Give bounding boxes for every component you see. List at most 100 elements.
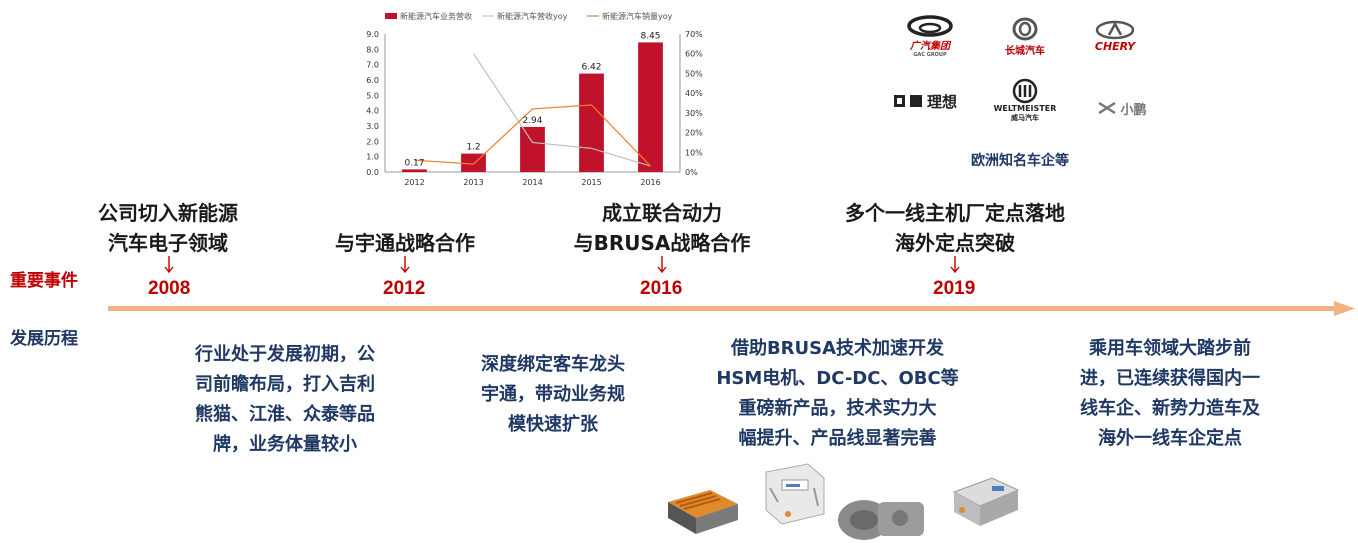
data-label: 0.17 — [404, 158, 424, 168]
stage-3: 借助BRUSA技术加速开发 HSM电机、DC-DC、OBC等 重磅新产品，技术实… — [705, 334, 970, 454]
y-tick-label: 6.0 — [366, 76, 379, 85]
lixiang-emblem-icon — [893, 95, 922, 107]
y-tick-label: 1.0 — [366, 153, 379, 162]
stage-line: 宇通，带动业务规 — [481, 384, 625, 405]
y2-tick-label: 70% — [685, 30, 703, 39]
great-wall-emblem-icon — [1012, 17, 1038, 40]
stage-1: 行业处于发展初期，公 司前瞻布局，打入吉利 熊猫、江淮、众泰等品 牌，业务体量较… — [165, 340, 405, 460]
stage-line: 司前瞻布局，打入吉利 — [195, 374, 375, 395]
series-line — [473, 53, 651, 167]
logos-caption: 欧洲知名车企等 — [971, 153, 1069, 169]
event-line: 多个一线主机厂定点落地 — [845, 201, 1065, 225]
gac-logo: 广汽集团 GAC GROUP — [890, 12, 970, 60]
chery-logo: CHERY — [1075, 14, 1155, 58]
stage-line: 借助BRUSA技术加速开发 — [730, 338, 945, 359]
year-2016: 2016 — [640, 278, 683, 299]
y-tick-label: 4.0 — [366, 107, 379, 116]
weltmeister-logo: WELTMEISTER 威马汽车 — [978, 72, 1072, 128]
lixiang-name: 理想 — [926, 92, 957, 111]
great-wall-name: 长城汽车 — [1005, 45, 1045, 57]
legend-label: 新能源汽车业务营收 — [400, 11, 472, 21]
y2-tick-label: 30% — [685, 109, 703, 118]
data-labels: 0.171.22.946.428.45 — [404, 31, 660, 168]
product-image-dcdc — [765, 463, 825, 525]
xpeng-emblem-icon — [1098, 101, 1117, 115]
data-label: 1.2 — [466, 143, 480, 153]
y2-tick-label: 40% — [685, 89, 703, 98]
y-tick-label: 3.0 — [366, 122, 379, 131]
event-line: 公司切入新能源 — [98, 201, 238, 225]
great-wall-logo: 长城汽车 — [985, 12, 1065, 60]
x-tick-label: 2013 — [463, 178, 483, 187]
x-tick-label: 2016 — [640, 178, 660, 187]
bar — [579, 73, 604, 172]
legend-swatch — [385, 13, 397, 19]
year-2019: 2019 — [933, 278, 976, 299]
stage-line: 行业处于发展初期，公 — [195, 344, 375, 365]
event-2012: 与宇通战略合作 — [305, 228, 505, 258]
event-2008: 公司切入新能源 汽车电子领域 — [68, 198, 268, 258]
x-tick-label: 2014 — [522, 178, 542, 187]
marker-2016-icon — [657, 256, 667, 274]
y-tick-label: 9.0 — [366, 30, 379, 39]
line-series — [414, 53, 651, 167]
stage-line: 熊猫、江淮、众泰等品 — [195, 404, 375, 425]
product-image-controller — [668, 490, 738, 534]
data-label: 8.45 — [640, 31, 660, 41]
y-tick-label: 8.0 — [366, 45, 379, 54]
data-label: 2.94 — [522, 116, 542, 126]
y-tick-label: 5.0 — [366, 91, 379, 100]
stage-line: 牌，业务体量较小 — [213, 434, 357, 455]
product-image-motor — [838, 500, 924, 540]
stage-line: 模快速扩张 — [508, 414, 598, 435]
event-line: 汽车电子领域 — [108, 231, 228, 255]
event-line: 与宇通战略合作 — [335, 231, 475, 255]
y2-tick-label: 50% — [685, 69, 703, 78]
y2-tick-label: 20% — [685, 129, 703, 138]
bar — [638, 42, 663, 172]
event-line: 海外定点突破 — [895, 231, 1015, 255]
row-label-history: 发展历程 — [10, 329, 78, 349]
weltmeister-name: WELTMEISTER — [993, 103, 1057, 113]
timeline-arrow — [108, 301, 1355, 316]
row-label-events: 重要事件 — [10, 271, 78, 291]
y2-tick-label: 10% — [685, 148, 703, 157]
weltmeister-sub: 威马汽车 — [1011, 113, 1039, 122]
legend-label: 新能源汽车营收yoy — [497, 11, 568, 21]
stage-4: 乘用车领域大踏步前 进，已连续获得国内一 线车企、新势力造车及 海外一线车企定点 — [1050, 334, 1290, 454]
event-2016: 成立联合动力 与BRUSA战略合作 — [562, 198, 762, 258]
gac-emblem-icon — [907, 14, 953, 37]
x-tick-label: 2012 — [404, 178, 424, 187]
y-tick-label: 0.0 — [366, 168, 379, 177]
chery-name: CHERY — [1094, 39, 1136, 53]
xpeng-name: 小鹏 — [1120, 102, 1147, 118]
event-line: 与BRUSA战略合作 — [573, 231, 751, 255]
event-2019: 多个一线主机厂定点落地 海外定点突破 — [820, 198, 1090, 258]
bar-series — [402, 42, 663, 172]
stage-2: 深度绑定客车龙头 宇通，带动业务规 模快速扩张 — [448, 350, 658, 440]
y2-tick-label: 0% — [685, 168, 698, 177]
stage-line: 进，已连续获得国内一 — [1080, 368, 1260, 389]
stage-line: HSM电机、DC-DC、OBC等 — [716, 368, 959, 389]
event-line: 成立联合动力 — [602, 201, 722, 225]
stage-line: 幅提升、产品线显著完善 — [738, 428, 937, 449]
stage-line: 线车企、新势力造车及 — [1080, 398, 1260, 419]
chery-emblem-icon — [1095, 20, 1135, 39]
series-line — [414, 104, 651, 167]
stage-line: 重磅新产品，技术实力大 — [738, 398, 937, 419]
weltmeister-emblem-icon — [1012, 78, 1038, 103]
year-2012: 2012 — [383, 278, 426, 299]
marker-2008-icon — [164, 256, 174, 274]
x-tick-label: 2015 — [581, 178, 601, 187]
y-tick-label: 7.0 — [366, 61, 379, 70]
stage-line: 深度绑定客车龙头 — [481, 354, 625, 375]
gac-sub: GAC GROUP — [913, 51, 947, 58]
legend-label: 新能源汽车销量yoy — [602, 11, 673, 21]
chart-legend: 新能源汽车业务营收 新能源汽车营收yoy 新能源汽车销量yoy — [385, 11, 673, 21]
y2-tick-label: 60% — [685, 50, 703, 59]
stage-line: 乘用车领域大踏步前 — [1089, 338, 1251, 359]
stage-line: 海外一线车企定点 — [1098, 428, 1242, 449]
bar — [402, 169, 427, 172]
product-image-obc — [952, 477, 1020, 526]
marker-2019-icon — [950, 256, 960, 274]
